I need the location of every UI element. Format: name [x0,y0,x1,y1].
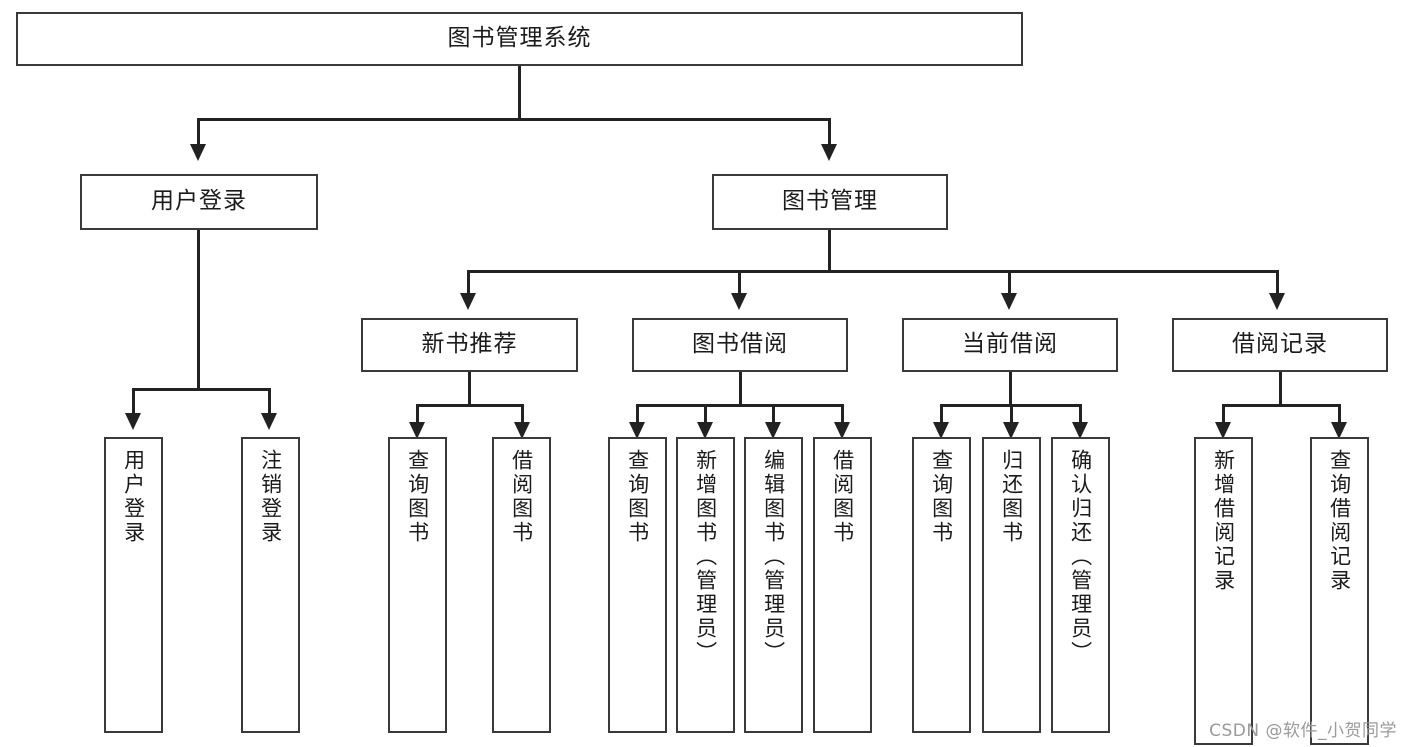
leaf-cb-query-book-label: 查询图书 [929,449,954,545]
arrow-user-login-to-leaf-1 [125,413,141,430]
leaf-nbr-borrow-book-label: 借阅图书 [509,449,534,545]
arrow-root-to-book-mgmt [821,144,837,161]
leaf-cb-return-book-label: 归还图书 [999,449,1024,545]
node-borrow-record[interactable]: 借阅记录 [1172,318,1388,372]
edge-user-login-bus [132,388,270,391]
edge-borrow-record-stem [1279,372,1282,406]
edge-root-stem [518,66,521,118]
node-user-login-label: 用户登录 [151,188,247,215]
node-book-management-label: 图书管理 [782,188,878,215]
leaf-bb-edit-book-admin-label: 编辑图书（管理员） [761,449,786,665]
leaf-user-login-logout[interactable]: 注销登录 [241,437,300,733]
edge-book-mgmt-stem [828,230,831,272]
edge-br-to-leaf-1 [1222,404,1225,426]
leaf-user-login-logout-label: 注销登录 [258,449,283,545]
edge-cb-to-leaf-1 [940,404,943,426]
edge-user-login-stem [197,230,200,390]
leaf-cb-query-book[interactable]: 查询图书 [912,437,971,733]
node-root-system-label: 图书管理系统 [447,25,592,52]
leaf-user-login-login-label: 用户登录 [121,449,146,545]
edge-book-mgmt-to-l3-2 [738,270,741,295]
arrow-bb-to-leaf-1 [629,422,645,439]
arrow-book-mgmt-to-l3-4 [1269,293,1285,310]
edge-cb-to-leaf-2 [1010,404,1013,426]
leaf-nbr-query-book[interactable]: 查询图书 [388,437,447,733]
leaf-nbr-borrow-book[interactable]: 借阅图书 [492,437,551,733]
arrow-bb-to-leaf-2 [697,422,713,439]
leaf-br-add-record[interactable]: 新增借阅记录 [1194,437,1253,745]
leaf-bb-query-book[interactable]: 查询图书 [608,437,667,733]
node-book-management[interactable]: 图书管理 [712,174,948,230]
leaf-cb-confirm-return-admin[interactable]: 确认归还（管理员） [1051,437,1110,733]
arrow-br-to-leaf-2 [1331,422,1347,439]
node-current-borrow-label: 当前借阅 [962,331,1058,358]
leaf-br-query-record-label: 查询借阅记录 [1327,449,1352,593]
edge-book-mgmt-to-l3-4 [1276,270,1279,295]
node-book-borrow[interactable]: 图书借阅 [632,318,848,372]
arrow-br-to-leaf-1 [1215,422,1231,439]
edge-user-login-to-leaf-2 [268,388,271,415]
leaf-bb-add-book-admin-label: 新增图书（管理员） [693,449,718,665]
edge-br-to-leaf-2 [1338,404,1341,426]
node-new-book-recommend[interactable]: 新书推荐 [361,318,578,372]
edge-borrow-record-bus [1222,404,1341,407]
edge-nbr-to-leaf-1 [416,404,419,426]
arrow-book-mgmt-to-l3-3 [1001,293,1017,310]
node-new-book-recommend-label: 新书推荐 [421,331,518,358]
leaf-bb-borrow-book[interactable]: 借阅图书 [813,437,872,733]
arrow-bb-to-leaf-4 [834,422,850,439]
edge-current-borrow-stem [1009,372,1012,406]
arrow-nbr-to-leaf-2 [514,422,530,439]
edge-root-to-user-login [197,118,200,146]
edge-book-mgmt-to-l3-3 [1008,270,1011,295]
edge-root-bus [197,118,831,121]
arrow-cb-to-leaf-1 [933,422,949,439]
edge-new-book-recommend-bus [416,404,524,407]
node-book-borrow-label: 图书借阅 [692,331,788,358]
edge-root-to-book-mgmt [828,118,831,146]
edge-book-borrow-stem [739,372,742,406]
node-user-login[interactable]: 用户登录 [80,174,318,230]
leaf-bb-borrow-book-label: 借阅图书 [830,449,855,545]
leaf-nbr-query-book-label: 查询图书 [405,449,430,545]
edge-nbr-to-leaf-2 [521,404,524,426]
edge-book-borrow-bus [636,404,844,407]
node-borrow-record-label: 借阅记录 [1232,331,1328,358]
leaf-br-query-record[interactable]: 查询借阅记录 [1310,437,1369,745]
node-current-borrow[interactable]: 当前借阅 [902,318,1118,372]
leaf-br-add-record-label: 新增借阅记录 [1211,449,1236,593]
arrow-cb-to-leaf-2 [1003,422,1019,439]
edge-bb-to-leaf-3 [772,404,775,426]
leaf-bb-add-book-admin[interactable]: 新增图书（管理员） [676,437,735,733]
arrow-bb-to-leaf-3 [765,422,781,439]
arrow-book-mgmt-to-l3-1 [460,293,476,310]
arrow-nbr-to-leaf-1 [409,422,425,439]
leaf-cb-return-book[interactable]: 归还图书 [982,437,1041,733]
arrow-cb-to-leaf-3 [1072,422,1088,439]
edge-bb-to-leaf-1 [636,404,639,426]
leaf-user-login-login[interactable]: 用户登录 [104,437,163,733]
edge-new-book-recommend-stem [468,372,471,406]
leaf-bb-query-book-label: 查询图书 [625,449,650,545]
arrow-user-login-to-leaf-2 [261,413,277,430]
edge-user-login-to-leaf-1 [132,388,135,415]
arrow-book-mgmt-to-l3-2 [731,293,747,310]
leaf-cb-confirm-return-admin-label: 确认归还（管理员） [1068,449,1093,665]
leaf-bb-edit-book-admin[interactable]: 编辑图书（管理员） [744,437,803,733]
edge-cb-to-leaf-3 [1079,404,1082,426]
edge-book-mgmt-bus [467,270,1279,273]
edge-bb-to-leaf-2 [704,404,707,426]
edge-bb-to-leaf-4 [841,404,844,426]
node-root-system[interactable]: 图书管理系统 [16,12,1023,66]
edge-book-mgmt-to-l3-1 [467,270,470,295]
arrow-root-to-user-login [190,144,206,161]
